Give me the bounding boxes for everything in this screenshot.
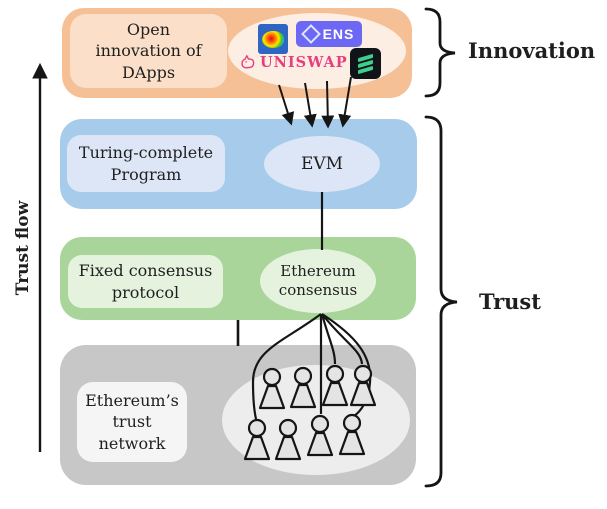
dapps-box-line: innovation of	[95, 41, 202, 61]
uniswap-logo-text: UNISWAP	[260, 53, 348, 71]
program-box-line: Turing-complete	[78, 143, 214, 163]
turing-program-box: Turing-complete Program	[67, 135, 225, 192]
dapps-box-line: DApps	[121, 62, 176, 82]
innovation-bracket	[424, 7, 456, 98]
consensus-box-line: Fixed consensus	[78, 261, 213, 281]
program-box-line: Program	[110, 164, 182, 184]
dapps-box: Open innovation of DApps	[70, 14, 227, 88]
stacked-layers-logo	[350, 48, 381, 79]
ens-diamond-icon	[300, 24, 321, 44]
innovation-label: Innovation	[468, 38, 596, 63]
uniswap-unicorn-icon	[241, 54, 255, 68]
network-box-line: Ethereum’s	[85, 391, 179, 411]
ens-logo-text: ENS	[322, 26, 355, 42]
network-box-line: trust	[112, 412, 152, 432]
evm-ellipse: EVM	[264, 136, 380, 192]
trust-network-box: Ethereum’s trust network	[77, 382, 187, 462]
dapps-logo-ellipse: ENS UNISWAP	[228, 13, 406, 89]
dapps-band: Open innovation of DApps ENS UNISWAP	[62, 8, 412, 98]
trust-bracket	[424, 115, 458, 488]
brain-dapp-logo	[258, 24, 288, 54]
program-band: Turing-complete Program EVM	[60, 119, 417, 209]
network-ellipse	[222, 365, 410, 475]
network-band: Ethereum’s trust network	[60, 345, 416, 485]
ens-logo: ENS	[296, 21, 362, 47]
consensus-ellipse-line: consensus	[278, 281, 358, 299]
consensus-band: Fixed consensus protocol Ethereum consen…	[60, 237, 416, 320]
consensus-ellipse-line: Ethereum	[280, 261, 356, 280]
fixed-consensus-box: Fixed consensus protocol	[68, 255, 223, 308]
network-box-line: network	[98, 433, 166, 453]
dapps-box-line: Open	[126, 20, 171, 40]
trust-label: Trust	[479, 289, 541, 314]
brain-heatmap-icon	[262, 30, 284, 48]
consensus-box-line: protocol	[111, 282, 180, 302]
evm-label: EVM	[300, 154, 344, 174]
trust-flow-label: Trust flow	[13, 200, 33, 296]
ethereum-consensus-ellipse: Ethereum consensus	[260, 249, 376, 313]
uniswap-logo: UNISWAP	[240, 52, 348, 72]
